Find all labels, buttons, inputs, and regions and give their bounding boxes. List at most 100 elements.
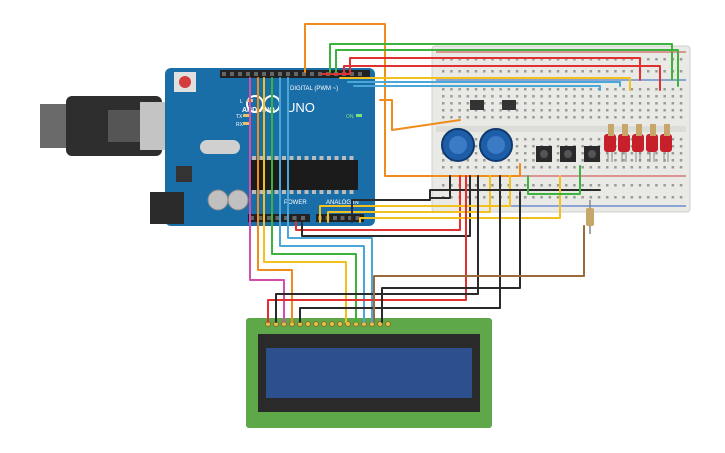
terminal-hole <box>679 88 683 91</box>
rail-hole <box>589 70 593 73</box>
terminal-hole <box>679 95 683 98</box>
push-button-3-cap[interactable] <box>588 150 596 158</box>
rail-hole <box>622 70 625 73</box>
terminal-hole <box>442 166 445 169</box>
terminal-hole <box>532 145 535 148</box>
digital-header-label: DIGITAL (PWM ~) <box>290 86 338 92</box>
terminal-hole <box>515 116 519 119</box>
terminal-hole <box>450 166 453 169</box>
terminal-hole <box>540 88 543 91</box>
terminal-hole <box>524 109 527 112</box>
led-3 <box>632 134 644 162</box>
slide-switch-2[interactable] <box>502 100 516 110</box>
terminal-hole <box>671 109 675 112</box>
chip-pin <box>282 156 286 160</box>
terminal-hole <box>540 109 543 112</box>
rail-hole <box>458 58 461 61</box>
terminal-hole <box>466 109 470 112</box>
terminal-hole <box>671 95 675 98</box>
potentiometer-1-knob[interactable] <box>449 136 467 154</box>
resistor-led-1 <box>608 124 614 136</box>
rail-hole <box>655 58 658 61</box>
terminal-hole <box>524 138 527 141</box>
push-button-1-cap[interactable] <box>540 150 548 158</box>
terminal-hole <box>573 95 576 98</box>
terminal-hole <box>483 166 486 169</box>
terminal-hole <box>524 102 527 105</box>
terminal-hole <box>622 166 625 169</box>
push-button-2-cap[interactable] <box>564 150 572 158</box>
terminal-hole <box>491 88 494 91</box>
arduino-board[interactable]: DIGITAL (PWM ~) ARDUINO UNO L TX RX ON P… <box>150 68 375 226</box>
led-label-tx: TX <box>236 114 243 120</box>
digital-pin <box>262 72 266 76</box>
rail-hole <box>679 184 683 187</box>
slide-switches[interactable] <box>470 100 516 110</box>
terminal-hole <box>556 102 560 105</box>
rail-hole <box>663 196 666 199</box>
terminal-hole <box>663 102 666 105</box>
terminal-hole <box>548 88 552 91</box>
reset-button-cap[interactable] <box>179 76 191 88</box>
chip-pin <box>297 156 301 160</box>
terminal-hole <box>556 116 560 119</box>
rail-hole <box>524 58 527 61</box>
slide-switch-1[interactable] <box>470 100 484 110</box>
terminal-hole <box>597 109 601 112</box>
rail-hole <box>606 196 609 199</box>
terminal-hole <box>450 95 453 98</box>
digital-pin <box>278 72 282 76</box>
rail-hole <box>515 70 519 73</box>
rail-hole <box>483 196 486 199</box>
digital-pin <box>350 72 354 76</box>
terminal-hole <box>532 95 535 98</box>
terminal-hole <box>606 109 609 112</box>
terminal-hole <box>491 166 494 169</box>
terminal-hole <box>630 95 634 98</box>
terminal-hole <box>556 159 560 162</box>
terminal-hole <box>589 102 593 105</box>
lcd-module[interactable] <box>246 318 492 428</box>
resistor-led-3 <box>636 124 642 136</box>
digital-pin <box>222 72 226 76</box>
terminal-hole <box>679 159 683 162</box>
terminal-hole <box>491 95 494 98</box>
chip-pin <box>259 190 264 194</box>
terminal-hole <box>483 109 486 112</box>
terminal-hole <box>532 102 535 105</box>
rail-hole <box>663 58 666 61</box>
analog-header-label: ANALOG IN <box>326 200 359 206</box>
potentiometers[interactable] <box>441 128 513 162</box>
power-pin <box>301 216 305 220</box>
terminal-hole <box>524 95 527 98</box>
terminal-hole <box>630 116 634 119</box>
rail-hole <box>532 184 535 187</box>
terminal-hole <box>556 166 560 169</box>
led-label-rx: RX <box>236 122 244 128</box>
terminal-hole <box>532 109 535 112</box>
chip-pin <box>297 190 301 194</box>
potentiometer-2-knob[interactable] <box>487 136 505 154</box>
terminal-hole <box>597 166 601 169</box>
rail-hole <box>548 196 552 199</box>
wire-black-bb <box>429 175 451 199</box>
rail-hole <box>540 70 543 73</box>
terminal-hole <box>671 166 675 169</box>
rail-hole <box>614 58 617 61</box>
terminal-hole <box>474 152 478 155</box>
wire-red-5v <box>295 175 461 231</box>
chip-pin <box>349 156 354 160</box>
rail-hole <box>622 196 625 199</box>
terminal-hole <box>458 116 461 119</box>
wire-green-button <box>527 165 581 195</box>
digital-pin <box>230 72 234 76</box>
leds <box>604 134 672 162</box>
chip-pin <box>342 190 346 194</box>
terminal-hole <box>524 88 527 91</box>
terminal-hole <box>442 159 445 162</box>
model-label: UNO <box>286 100 315 115</box>
rail-hole <box>466 184 470 187</box>
wire-brown-led <box>373 225 585 323</box>
terminal-hole <box>606 95 609 98</box>
push-buttons[interactable] <box>536 146 600 162</box>
